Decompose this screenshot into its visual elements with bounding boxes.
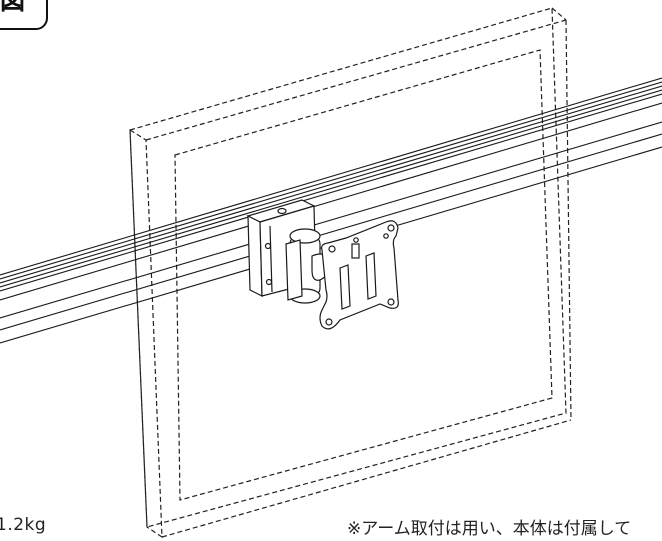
vesa-hole-bottom-left [325,318,333,326]
caption-weight: 1.2kg [0,515,47,535]
clamp-top-screw [277,207,287,215]
figure-badge: 図 [0,0,48,30]
monitor-side-left [129,128,163,539]
vesa-hole-inner-right [383,233,389,239]
vesa-hole-top-left [328,245,336,253]
vesa-hole-bottom-right [387,298,395,306]
rail-line-6 [0,102,662,301]
vesa-hole-top-right [387,224,395,232]
figure-badge-label: 図 [0,0,26,15]
clamp-hole-upper [264,242,272,250]
rail-line-1 [0,77,662,276]
hinge-top-cap [289,228,321,244]
monitor-bottom-depth [161,419,572,538]
vesa-plate [319,220,399,330]
clamp-hole-lower [265,278,273,286]
rail-line-7 [0,121,662,319]
vesa-plate-body [319,220,399,330]
vesa-slot-right [365,252,377,300]
monitor-right-depth [565,19,572,421]
rail-line-5 [0,93,662,292]
vesa-slot-left [339,264,351,310]
monitor-inner-screen [174,49,553,501]
rail-line-4 [0,89,662,288]
monitor-corner-top [551,7,567,21]
rail-line-3 [0,85,662,284]
monitor-outer-front [129,7,567,528]
rail-line-2 [0,81,662,280]
mounting-rail [0,77,662,344]
vesa-hole-inner-top [353,237,359,243]
vesa-small-slot [351,243,360,259]
caption-note: ※アーム取付は用い、本体は付属して [347,519,632,539]
monitor-outline [129,7,572,539]
hinge-side-plate [285,239,303,301]
rail-line-8 [0,133,662,331]
monitor-top-depth [145,19,567,141]
clamp-slot-line [269,225,273,293]
